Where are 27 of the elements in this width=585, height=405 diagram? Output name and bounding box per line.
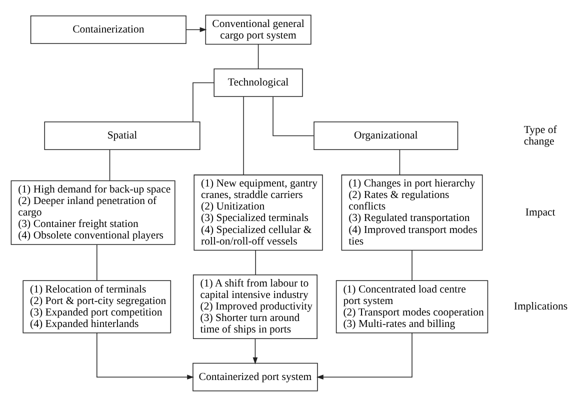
node-box: Containerized port system [192, 362, 318, 391]
node-box: (1) High demand for back-up space (2) Deeper inland penetration of cargo (3) Container freight station (4) Obsolete conventional players [10, 180, 176, 244]
label: Type of change [524, 123, 557, 147]
arrow [252, 338, 258, 364]
arrow [316, 332, 412, 380]
connector [399, 148, 400, 175]
label: Implications [514, 300, 568, 312]
node-box: (1) New equipment, gantry cranes, straddle carriers (2) Unitization (3) Specialized terminals (4) Specialized cellular & roll-on/roll-off vessels [194, 174, 323, 250]
node-box: (1) Concentrated load centre port system (2) Transport modes cooperation (3) Multi-rates and billing [336, 280, 488, 333]
node-box: Technological [214, 68, 303, 96]
connector [109, 148, 110, 180]
connector [96, 244, 98, 280]
node-box: (1) Relocation of terminals (2) Port & port-city segregation (3) Expanded port competition (4) Expanded hinterlands [22, 280, 172, 333]
connector [255, 249, 256, 275]
label: Impact [525, 206, 556, 218]
node-box: Organizational [314, 121, 458, 150]
connector [192, 82, 214, 122]
connector [243, 96, 244, 175]
connector [272, 96, 314, 136]
node-box: Conventional general cargo port system [205, 14, 312, 44]
arrow [186, 26, 207, 32]
node-box: (1) A shift from labour to capital intensive industry (2) Improved productivity (3) Shorter turn around time of ships in ports [192, 274, 318, 339]
node-box: Containerization [30, 14, 186, 44]
arrow [96, 332, 194, 380]
node-box: Spatial [44, 121, 200, 150]
connector [258, 44, 259, 69]
node-box: (1) Changes in port hierarchy (2) Rates & regulations conflicts (3) Regulated transportation (4) Improved transport modes ties [341, 174, 483, 250]
